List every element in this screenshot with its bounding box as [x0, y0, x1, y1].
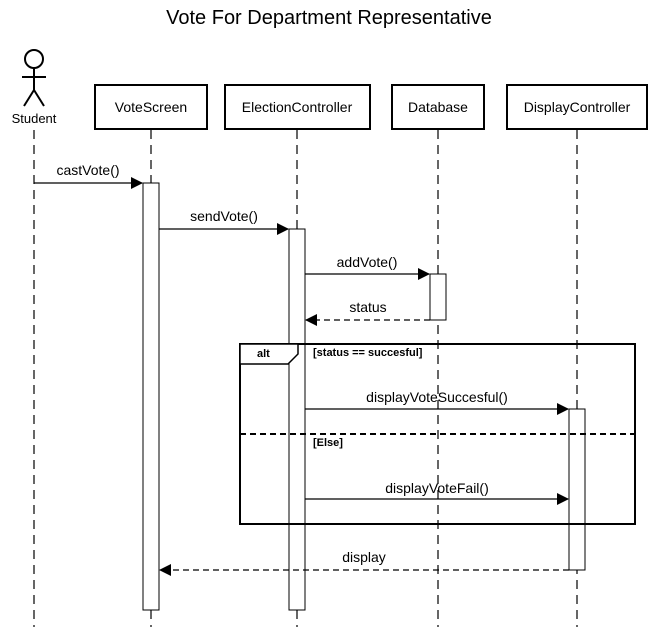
participant-votescreen: VoteScreen [94, 84, 208, 130]
participant-label: DisplayController [524, 99, 631, 115]
participant-label: Database [408, 99, 468, 115]
message-sendvote: sendVote() [159, 208, 289, 235]
fragment-guard-1: [status == succesful] [313, 347, 423, 359]
actor-label: Student [12, 111, 57, 126]
message-label: sendVote() [190, 208, 258, 224]
participant-database: Database [391, 84, 485, 130]
message-addvote: addVote() [305, 254, 430, 280]
message-label: displayVoteSuccesful() [366, 389, 508, 405]
actor-student: Student [12, 49, 57, 126]
message-label: displayVoteFail() [385, 480, 489, 496]
activation-displaycontroller [568, 408, 586, 571]
participant-displaycontroller: DisplayController [506, 84, 648, 130]
actor-head [24, 49, 44, 69]
message-castvote: castVote() [34, 162, 143, 189]
message-display: display [159, 549, 569, 576]
message-label: addVote() [337, 254, 398, 270]
message-displayvotesuccesful: displayVoteSuccesful() [305, 389, 569, 415]
message-status: status [305, 299, 430, 326]
participant-label: VoteScreen [115, 99, 187, 115]
fragment-operator-tab [239, 343, 299, 365]
fragment-guard-2: [Else] [313, 437, 343, 449]
message-label: status [349, 299, 386, 315]
activation-votescreen [142, 182, 160, 611]
activation-electioncontroller [288, 228, 306, 611]
alt-fragment: alt [status == succesful] [Else] [239, 343, 636, 525]
diagram-title: Vote For Department Representative [166, 7, 492, 29]
fragment-operator: alt [257, 348, 270, 360]
message-label: display [342, 549, 386, 565]
participant-electioncontroller: ElectionController [224, 84, 371, 130]
message-label: castVote() [56, 162, 119, 178]
message-displayvotefail: displayVoteFail() [305, 480, 569, 505]
participant-label: ElectionController [242, 99, 353, 115]
activation-database [429, 273, 447, 321]
